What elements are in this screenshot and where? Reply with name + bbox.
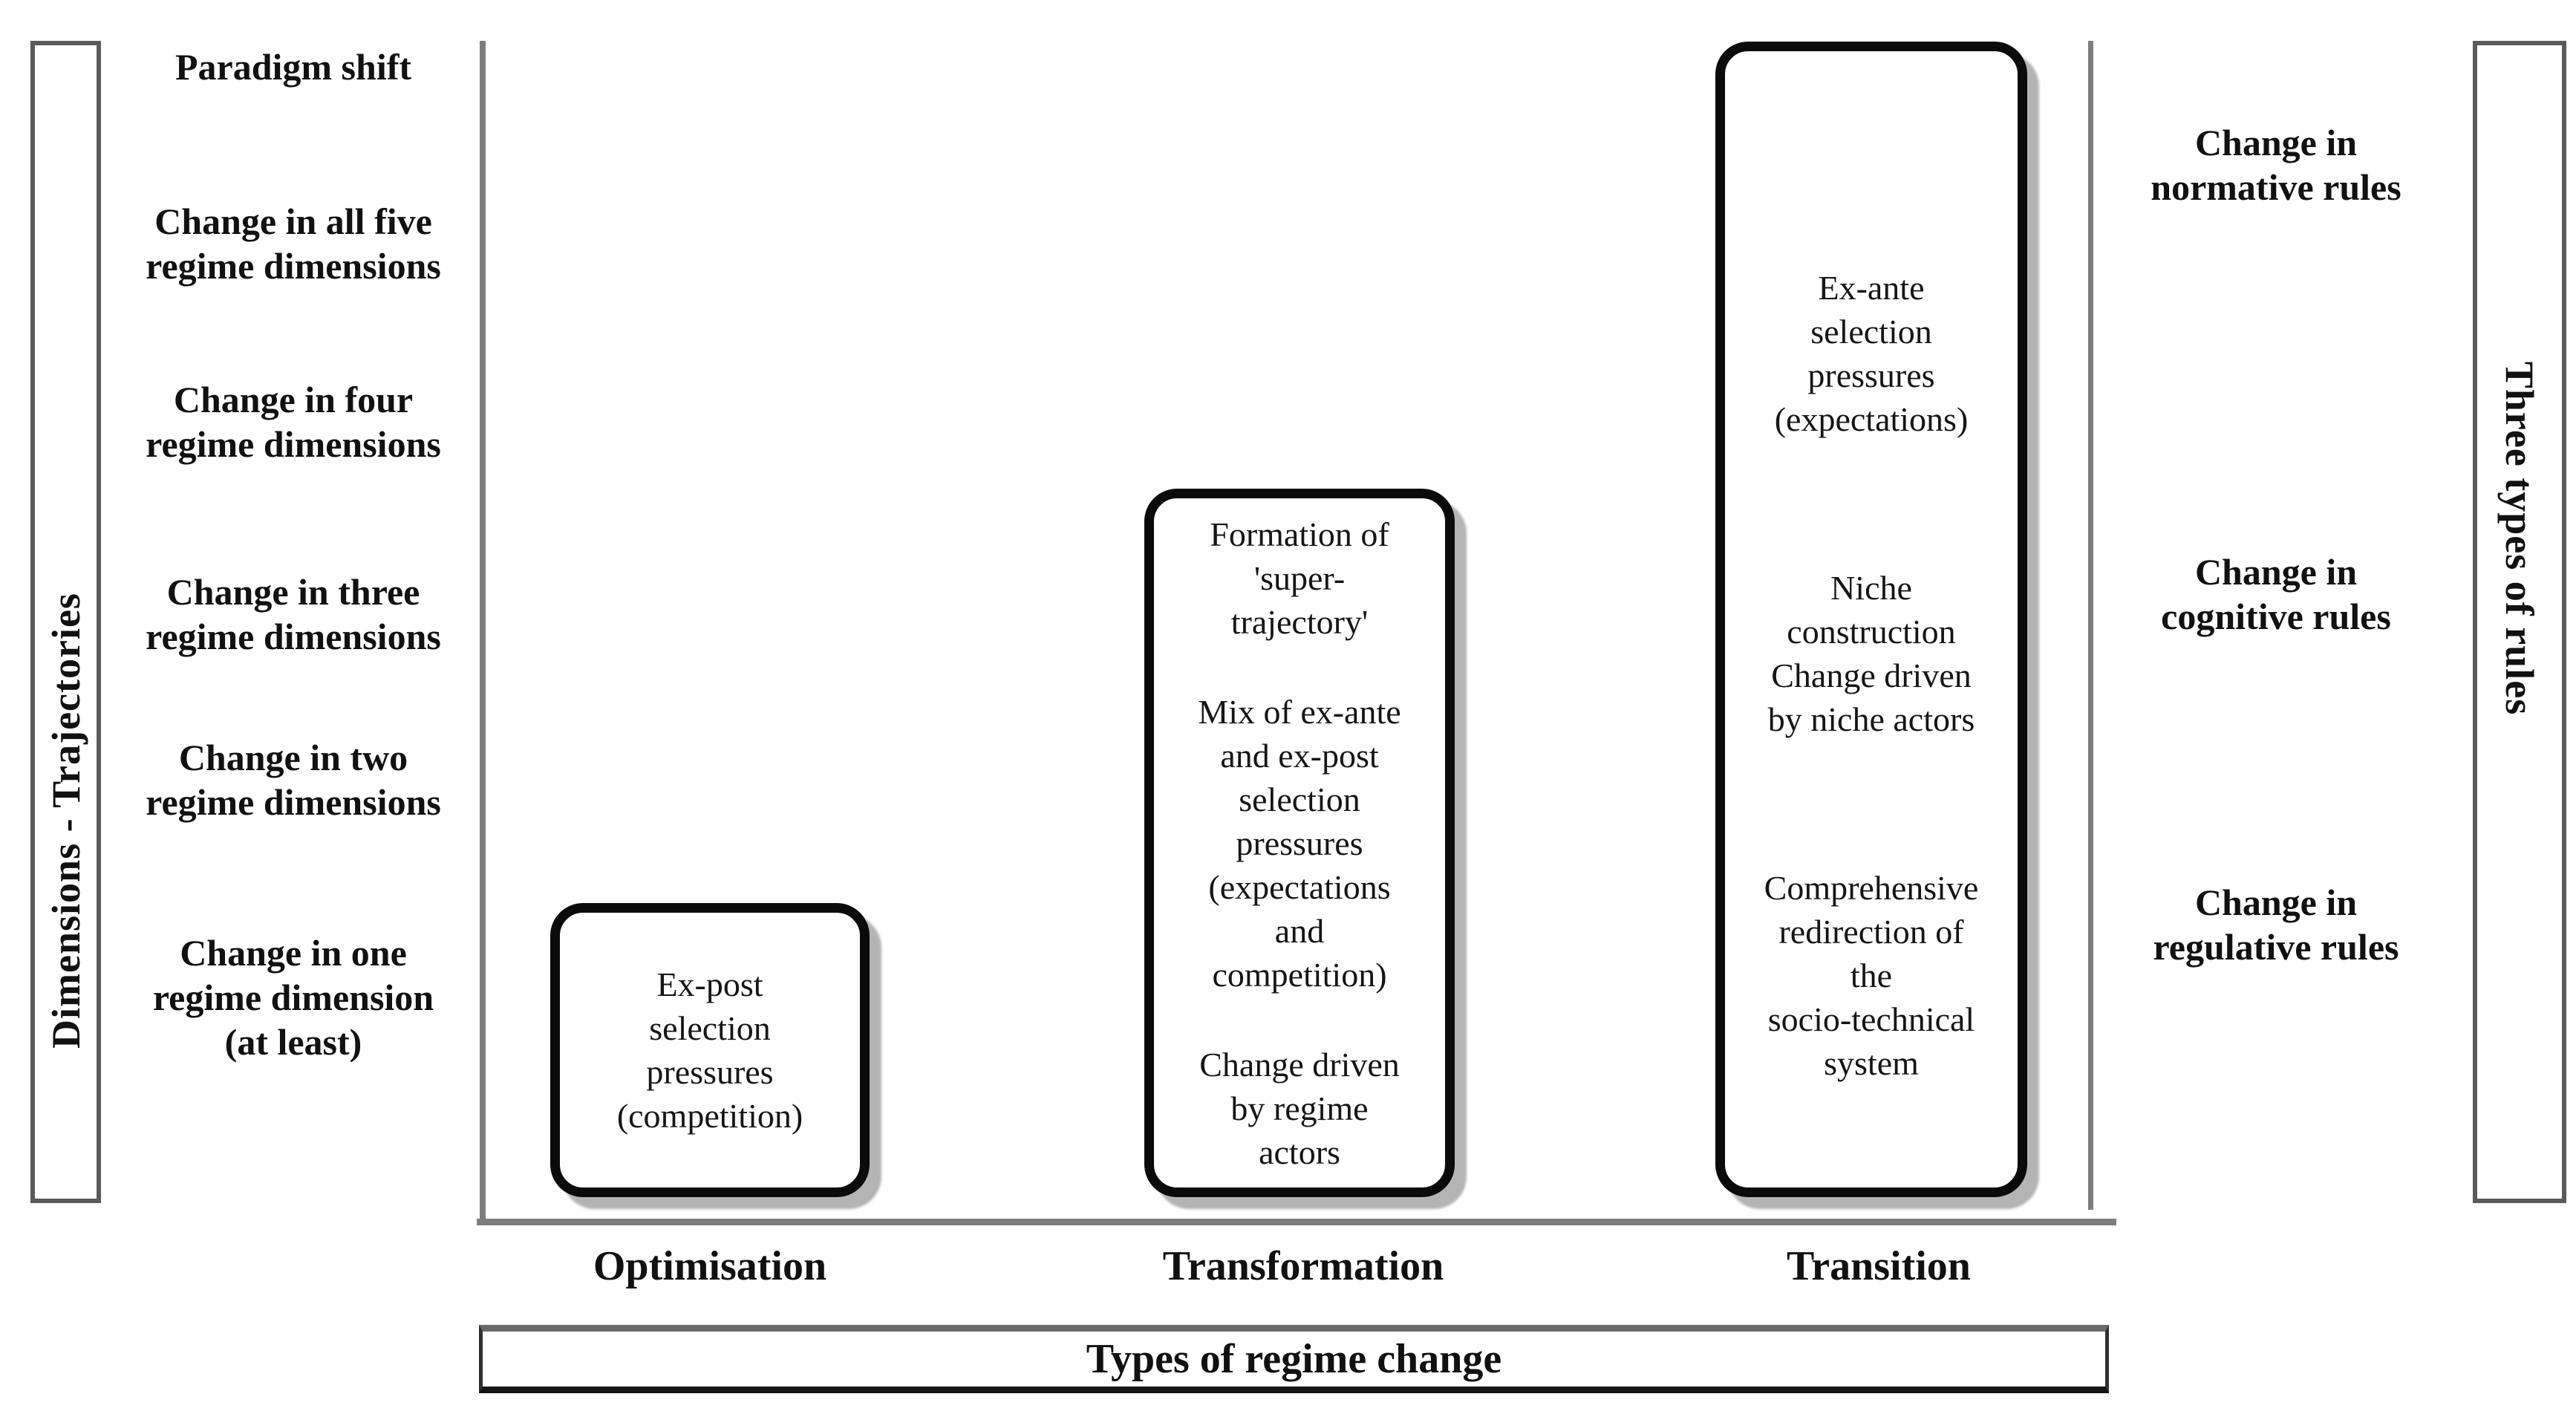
left-axis-label-one-dimension: Change in one regime dimension (at least…	[152, 932, 434, 1063]
left-axis-label-paradigm-shift: Paradigm shift	[175, 46, 412, 88]
left-axis-label-three-dimensions: Change in three regime dimensions	[146, 571, 441, 657]
category-label-transition: Transition	[1787, 1243, 1971, 1289]
types-of-regime-change-box: Types of regime change	[479, 1325, 2109, 1393]
transformation-box-text-3: Change driven by regime actors	[1199, 1045, 1400, 1171]
left-axis-label-five-dimensions: Change in all five regime dimensions	[146, 201, 441, 287]
transition-box-text-1: Ex-ante selection pressures (expectation…	[1774, 268, 1969, 438]
transformation-box: Formation of 'super- trajectory' Mix of …	[1144, 489, 1455, 1197]
left-axis-title: Dimensions - Trajectories	[44, 593, 88, 1049]
left-axis-label-two-dimensions: Change in two regime dimensions	[146, 737, 441, 823]
transition-box-text-2: Niche construction Change driven by nich…	[1767, 568, 1975, 738]
optimisation-box: Ex-post selection pressures (competition…	[550, 903, 870, 1197]
transformation-box-text-2: Mix of ex-ante and ex-post selection pre…	[1198, 692, 1401, 994]
optimisation-box-text: Ex-post selection pressures (competition…	[616, 965, 803, 1135]
right-axis-label-cognitive: Change in cognitive rules	[2161, 551, 2391, 637]
category-label-transformation: Transformation	[1162, 1243, 1444, 1289]
right-axis-label-regulative: Change in regulative rules	[2153, 882, 2399, 968]
dimensions-trajectories-box	[30, 41, 101, 1203]
transition-box-text-3: Comprehensive redirection of the socio-t…	[1764, 868, 1979, 1082]
category-label-optimisation: Optimisation	[593, 1243, 827, 1289]
right-axis-label-normative: Change in normative rules	[2151, 122, 2401, 208]
left-axis-line	[480, 41, 486, 1222]
bottom-axis-line	[477, 1219, 2116, 1225]
left-axis-label-four-dimensions: Change in four regime dimensions	[146, 379, 441, 465]
x-axis-title: Types of regime change	[1086, 1336, 1502, 1382]
transition-box: Ex-ante selection pressures (expectation…	[1715, 42, 2027, 1197]
three-types-of-rules-box	[2473, 41, 2566, 1203]
transformation-box-text-1: Formation of 'super- trajectory'	[1210, 515, 1389, 641]
right-axis-title: Three types of rules	[2497, 361, 2542, 716]
right-separator-line	[2088, 41, 2093, 1210]
